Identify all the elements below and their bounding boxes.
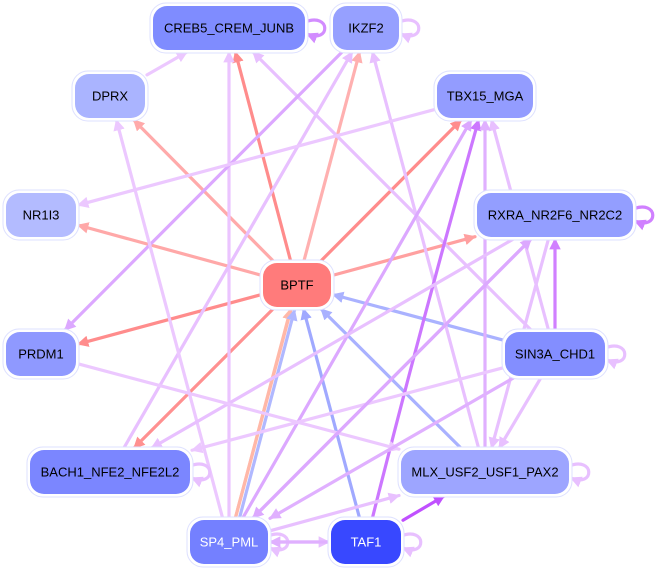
node-taf1[interactable]: TAF1 [327,516,405,568]
edge-sin3a-chd1-to-bach1-nfe2-nfe2l2 [190,366,505,454]
node-rxra-nr2f6-nr2c2[interactable]: RXRA_NR2F6_NR2C2 [473,189,637,241]
node-box [6,193,76,237]
node-label: MLX_USF2_USF1_PAX2 [411,465,558,480]
edge-bptf-to-nr1i3 [76,222,263,277]
edges-layer [63,18,655,558]
edge-bach1-nfe2-nfe2l2-to-bach1-nfe2-nfe2l2 [188,462,212,488]
node-label: PRDM1 [18,347,64,362]
edge-taf1-to-mlx-usf2-usf1-pax2 [401,494,446,522]
node-box [30,450,190,494]
edge-rxra-nr2f6-nr2c2-to-rxra-nr2f6-nr2c2 [631,205,655,231]
node-box [333,6,399,50]
node-prdm1[interactable]: PRDM1 [2,328,80,380]
node-mlx-usf2-usf1-pax2[interactable]: MLX_USF2_USF1_PAX2 [397,446,573,498]
node-label: SP4_PML [200,535,259,550]
node-bptf[interactable]: BPTF [259,259,335,311]
node-label: DPRX [92,89,128,104]
node-box [505,332,605,376]
node-sp4-pml[interactable]: SP4_PML [186,516,272,568]
edge-sp4-pml-to-mlx-usf2-usf1-pax2 [268,492,401,533]
edge-sin3a-chd1-to-bptf [331,291,505,342]
edge-taf1-to-taf1 [399,532,423,558]
node-box [437,74,533,118]
edge-prdm1-to-mlx-usf2-usf1-pax2 [76,362,401,453]
node-label: BACH1_NFE2_NFE2L2 [41,465,180,480]
node-box [6,332,76,376]
node-box [75,74,145,118]
node-label: CREB5_CREM_JUNB [164,21,294,36]
node-label: IKZF2 [348,21,383,36]
node-nr1i3[interactable]: NR1I3 [2,189,80,241]
node-ikzf2[interactable]: IKZF2 [329,2,403,54]
node-box [331,520,401,564]
edge-sin3a-chd1-to-sp4-pml [268,376,515,520]
edge-rxra-nr2f6-nr2c2-to-bach1-nfe2-nfe2l2 [149,237,516,450]
node-box [190,520,268,564]
node-label: TAF1 [351,535,382,550]
node-bach1-nfe2-nfe2l2[interactable]: BACH1_NFE2_NFE2L2 [26,446,194,498]
edge-ikzf2-to-ikzf2 [397,18,421,44]
node-box [477,193,633,237]
node-sin3a-chd1[interactable]: SIN3A_CHD1 [501,328,609,380]
node-label: BPTF [280,278,313,293]
node-creb5-crem-junb[interactable]: CREB5_CREM_JUNB [149,2,309,54]
edge-bptf-to-rxra-nr2f6-nr2c2 [331,233,477,277]
node-label: TBX15_MGA [447,89,524,104]
node-label: RXRA_NR2F6_NR2C2 [488,208,622,223]
node-dprx[interactable]: DPRX [71,70,149,122]
edge-creb5-crem-junb-to-creb5-crem-junb [303,18,327,44]
edge-taf1-to-tbx15-mga [370,118,482,520]
edge-ikzf2-to-prdm1 [63,50,344,332]
edge-mlx-usf2-usf1-pax2-to-ikzf2 [369,50,481,450]
node-label: NR1I3 [23,208,60,223]
edge-sin3a-chd1-to-sin3a-chd1 [603,344,627,370]
node-box [263,263,331,307]
edge-bach1-nfe2-nfe2l2-to-ikzf2 [122,50,354,450]
node-label: SIN3A_CHD1 [515,347,595,362]
node-box [401,450,569,494]
node-tbx15-mga[interactable]: TBX15_MGA [433,70,537,122]
edge-sin3a-chd1-to-mlx-usf2-usf1-pax2 [497,376,543,450]
node-box [153,6,305,50]
edge-sp4-pml-to-dprx [113,118,225,520]
edge-sp4-pml-to-rxra-nr2f6-nr2c2 [251,237,533,520]
edge-bptf-to-bach1-nfe2-nfe2l2 [132,307,275,450]
edge-dprx-to-creb5-crem-junb [145,50,189,77]
edge-mlx-usf2-usf1-pax2-to-mlx-usf2-usf1-pax2 [567,462,591,488]
edge-tbx15-mga-to-nr1i3 [76,107,437,208]
edge-sp4-pml-to-tbx15-mga [241,118,473,520]
